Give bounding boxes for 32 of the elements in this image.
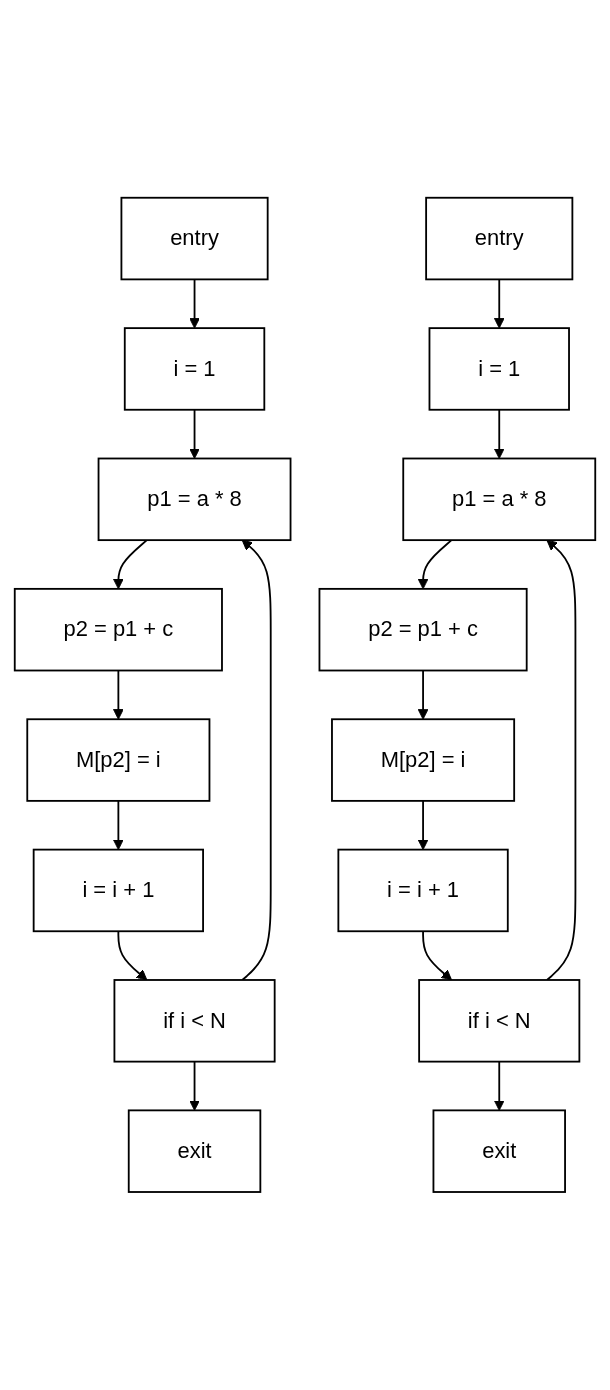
arrow — [113, 539, 148, 590]
arrow — [546, 539, 577, 982]
node-box: i = 1 — [123, 327, 266, 411]
arrow — [189, 408, 200, 460]
node-box: p1 = a * 8 — [97, 457, 292, 542]
arrow — [241, 539, 272, 982]
arrow — [117, 930, 148, 981]
arrow — [422, 930, 453, 981]
node-box: M[p2] = i — [331, 718, 516, 802]
arrow — [493, 408, 505, 460]
node-box: p1 = a * 8 — [402, 457, 597, 542]
node-box: i = i + 1 — [337, 848, 509, 933]
node-box: exit — [432, 1109, 566, 1194]
node-box: exit — [127, 1109, 262, 1194]
node-box: p2 = p1 + c — [318, 588, 528, 672]
node-box: i = 1 — [428, 327, 570, 411]
node-box: p2 = p1 + c — [13, 588, 223, 672]
node-box: if i < N — [418, 979, 581, 1063]
node-box: i = i + 1 — [32, 848, 204, 933]
node-box: entry — [425, 196, 574, 281]
node-box: M[p2] = i — [26, 718, 211, 802]
node-box: entry — [120, 196, 269, 281]
arrow — [493, 278, 505, 329]
arrow — [113, 669, 124, 720]
arrow — [417, 800, 429, 851]
node-box: if i < N — [113, 979, 276, 1063]
arrow — [189, 278, 200, 329]
arrow — [493, 1060, 505, 1111]
arrow — [113, 800, 124, 851]
arrow — [417, 669, 429, 720]
arrow — [417, 539, 453, 590]
arrow — [189, 1060, 200, 1111]
